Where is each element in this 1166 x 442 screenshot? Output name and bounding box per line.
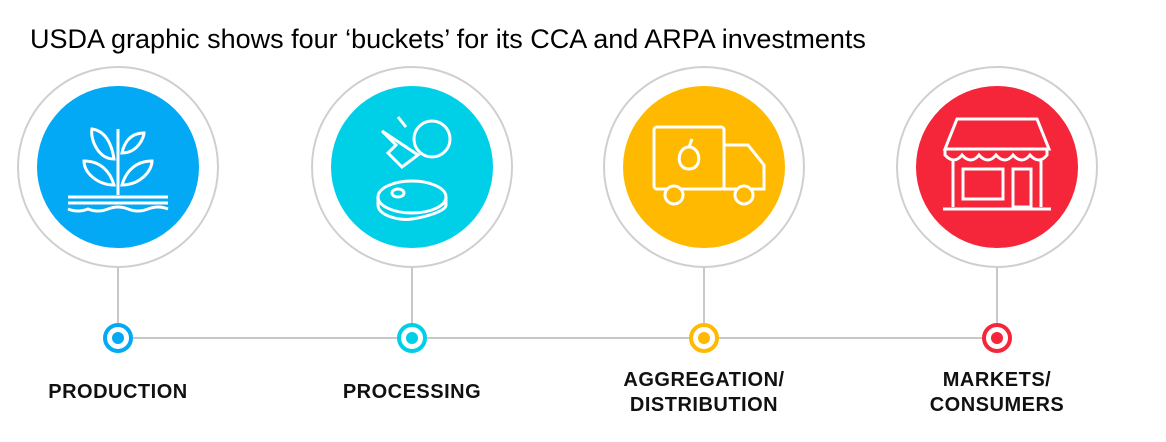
label-markets-consumers: MARKETS/CONSUMERS	[929, 369, 1065, 416]
bucket-circle	[331, 86, 493, 248]
bucket-node-2	[311, 66, 513, 353]
bucket-node-3	[603, 66, 805, 353]
bucket-node-1	[17, 66, 219, 353]
storefront-icon	[942, 117, 1052, 211]
label-aggregation-distribution: AGGREGATION/DISTRIBUTION	[623, 369, 785, 416]
plant-icon	[67, 127, 169, 213]
timeline-dot-center	[406, 332, 418, 344]
slide-title: USDA graphic shows four ‘buckets’ for it…	[30, 24, 866, 54]
meat-processing-icon	[376, 116, 452, 221]
delivery-truck-icon	[652, 125, 766, 206]
label-production: PRODUCTION	[48, 381, 188, 403]
timeline-dot-center	[112, 332, 124, 344]
bucket-circle	[916, 86, 1078, 248]
label-processing: PROCESSING	[342, 381, 482, 403]
bucket-node-4	[896, 66, 1098, 353]
bucket-circle	[623, 86, 785, 248]
timeline-dot-center	[698, 332, 710, 344]
timeline-dot-center	[991, 332, 1003, 344]
